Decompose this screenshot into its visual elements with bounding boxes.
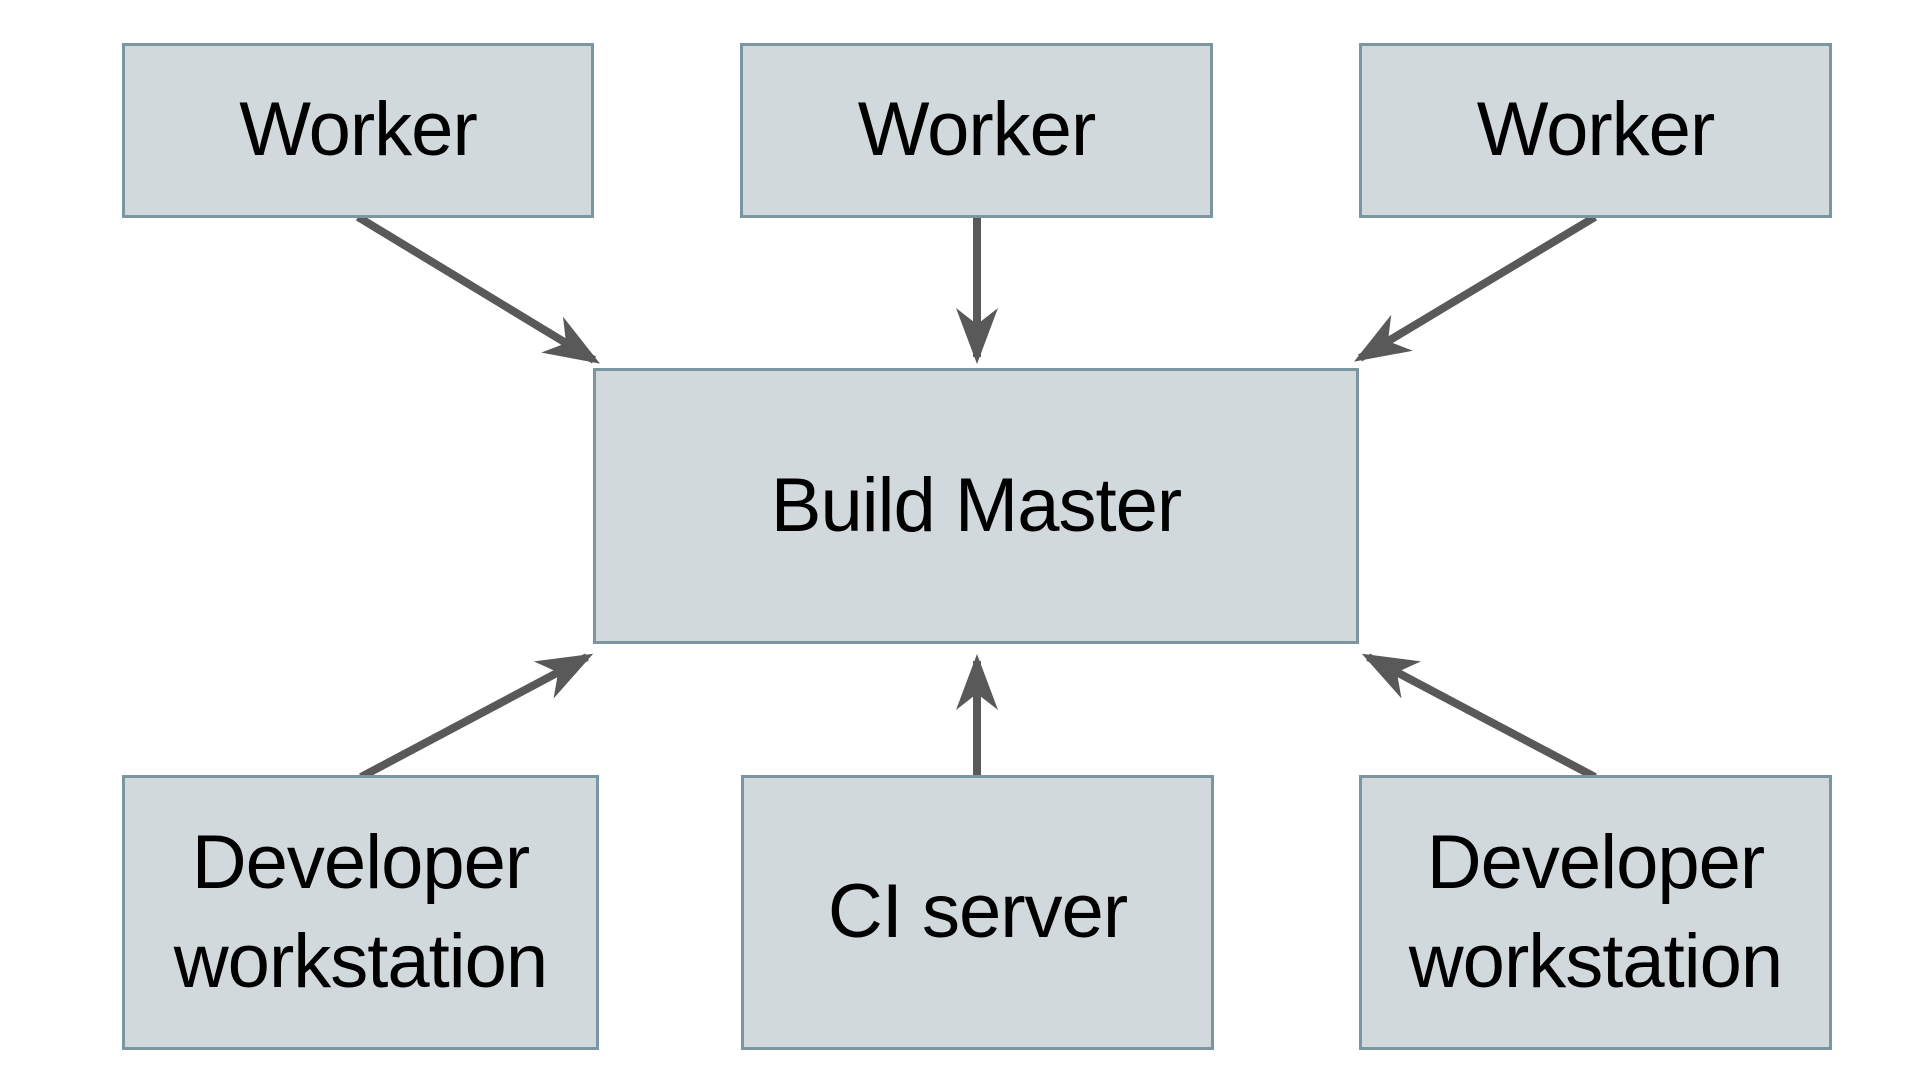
node-worker-3-label: Worker xyxy=(1476,87,1716,173)
node-developer-workstation-left-label: Developer workstation xyxy=(173,819,548,1004)
node-build-master: Build Master xyxy=(593,368,1359,644)
edge-worker3-to-buildmaster xyxy=(1353,213,1598,362)
edge-devworkstation-right-to-buildmaster xyxy=(1361,653,1597,781)
node-developer-workstation-left: Developer workstation xyxy=(122,775,599,1050)
node-worker-2-label: Worker xyxy=(857,87,1097,173)
node-worker-3: Worker xyxy=(1359,43,1832,218)
node-build-master-label: Build Master xyxy=(770,462,1182,548)
edge-worker1-to-buildmaster xyxy=(355,213,600,364)
node-ci-server-label: CI server xyxy=(827,869,1128,955)
node-ci-server: CI server xyxy=(741,775,1214,1050)
node-worker-1-label: Worker xyxy=(239,87,478,173)
node-worker-2: Worker xyxy=(740,43,1213,218)
edge-devworkstation-left-to-buildmaster xyxy=(359,653,594,781)
node-developer-workstation-right: Developer workstation xyxy=(1359,775,1832,1050)
node-developer-workstation-right-label: Developer workstation xyxy=(1408,819,1783,1004)
node-worker-1: Worker xyxy=(122,43,594,218)
